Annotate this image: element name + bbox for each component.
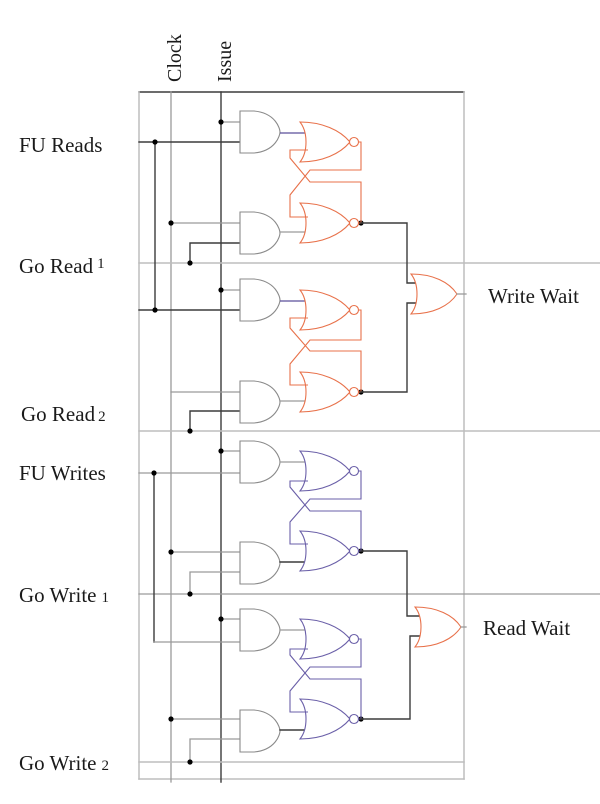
- nor-gate: [299, 618, 351, 660]
- go-read-1-subscript: 1: [97, 256, 105, 272]
- latch-to-or-wires: [360, 222, 421, 720]
- input-lines: [138, 141, 600, 763]
- go-read-2-subscript: 2: [98, 409, 106, 425]
- nor-gate: [299, 698, 351, 740]
- go-read-2-text: Go Read: [21, 402, 96, 426]
- sr-latch-write-1: [289, 450, 362, 572]
- and-gate: [239, 608, 281, 652]
- input-label-go-write-2: Go Write 2: [19, 751, 109, 775]
- sr-latch-write-2: [289, 618, 362, 740]
- clock-label: Clock: [164, 34, 186, 82]
- and-gate-inputs: [170, 121, 241, 763]
- and-gate: [239, 110, 281, 154]
- go-write-2-subscript: 2: [102, 758, 110, 774]
- nor-gate: [299, 202, 351, 244]
- junction-dots: [151, 119, 364, 765]
- nor-gate: [299, 371, 351, 413]
- input-label-fu-writes: FU Writes: [19, 461, 106, 485]
- write-wait-or-gate: [410, 273, 458, 315]
- nor-gate: [299, 289, 351, 331]
- and-gate: [239, 541, 281, 585]
- and-gate: [239, 440, 281, 484]
- read-wait-or-gate: [414, 606, 462, 648]
- and-gate: [239, 709, 281, 753]
- sr-latch-read-2: [289, 289, 362, 413]
- go-write-1-text: Go Write: [19, 583, 97, 607]
- outer-frame: [138, 91, 465, 780]
- nor-gate: [299, 450, 351, 492]
- sr-latch-read-1: [289, 121, 362, 244]
- go-write-2-text: Go Write: [19, 751, 97, 775]
- and-gate: [239, 380, 281, 424]
- input-label-fu-reads: FU Reads: [19, 133, 102, 157]
- and-gate: [239, 278, 281, 322]
- nor-gate: [299, 121, 351, 163]
- output-label-read-wait: Read Wait: [483, 616, 570, 640]
- input-label-go-write-1: Go Write 1: [19, 583, 109, 607]
- output-label-write-wait: Write Wait: [488, 284, 579, 308]
- go-write-1-subscript: 1: [102, 590, 110, 606]
- go-read-1-text: Go Read: [19, 254, 94, 278]
- nor-gate: [299, 530, 351, 572]
- issue-label: Issue: [214, 41, 236, 82]
- and-gate: [239, 211, 281, 255]
